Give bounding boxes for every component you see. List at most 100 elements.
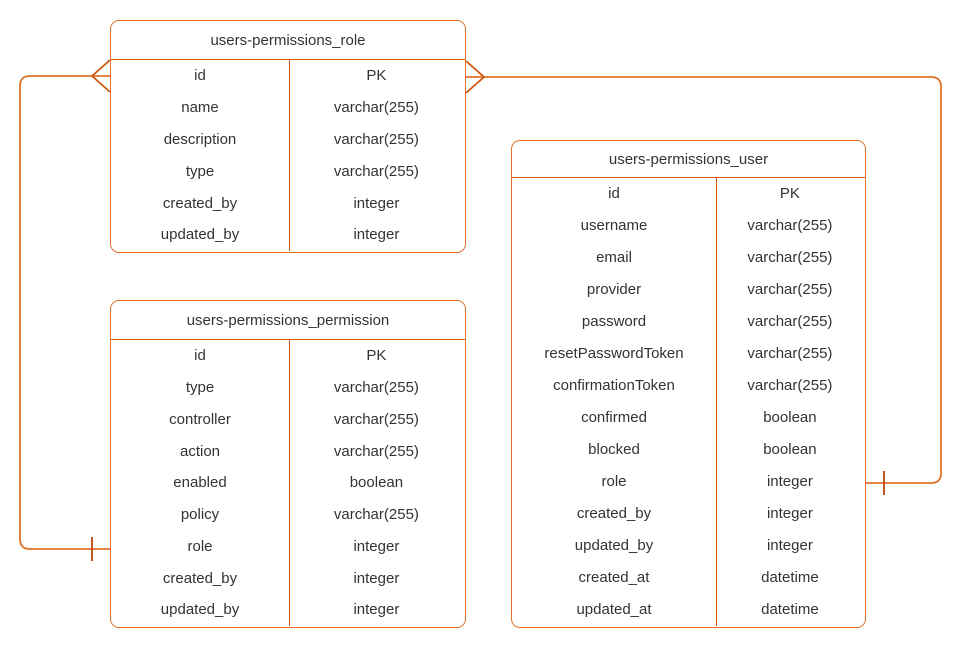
attribute-field-type: varchar(255) xyxy=(333,100,419,116)
attribute-field-name: controller xyxy=(169,411,231,427)
attribute-field-type: integer xyxy=(353,570,400,586)
attribute-field-name: updated_at xyxy=(576,602,652,618)
attribute-field-name: action xyxy=(179,443,221,459)
attribute-row[interactable]: role integer xyxy=(111,531,465,563)
attribute-row[interactable]: type varchar(255) xyxy=(111,155,465,187)
entity-title: users-permissions_permission xyxy=(111,301,465,340)
attribute-field-name: policy xyxy=(180,507,220,523)
attribute-field-name: description xyxy=(163,131,237,147)
crows-foot-icon-role-right xyxy=(465,60,485,94)
attribute-row[interactable]: confirmationToken varchar(255) xyxy=(512,370,865,402)
relationship-role-to-permission xyxy=(19,59,111,561)
attribute-field-name: updated_by xyxy=(574,538,654,554)
attribute-row[interactable]: updated_by integer xyxy=(111,594,465,626)
crows-foot-icon-role-left xyxy=(91,59,111,93)
attribute-field-type: varchar(255) xyxy=(747,378,833,394)
attribute-row[interactable]: blocked boolean xyxy=(512,434,865,466)
entity-attribute-list: id PK type varchar(255) controller varchar(25… xyxy=(111,340,465,626)
attribute-row[interactable]: type varchar(255) xyxy=(111,372,465,404)
column-divider xyxy=(716,178,717,626)
attribute-row[interactable]: provider varchar(255) xyxy=(512,274,865,306)
attribute-field-name: updated_by xyxy=(160,227,240,243)
attribute-field-type: PK xyxy=(779,186,800,202)
attribute-row[interactable]: confirmed boolean xyxy=(512,402,865,434)
attribute-field-name: type xyxy=(185,380,215,396)
attribute-field-name: type xyxy=(185,163,215,179)
attribute-field-type: varchar(255) xyxy=(747,282,833,298)
attribute-field-type: integer xyxy=(766,538,813,554)
attribute-field-name: created_by xyxy=(162,570,238,586)
attribute-row[interactable]: password varchar(255) xyxy=(512,306,865,338)
attribute-field-name: created_by xyxy=(576,506,652,522)
attribute-field-name: id xyxy=(194,68,206,84)
attribute-field-name: updated_by xyxy=(160,602,240,618)
attribute-row[interactable]: name varchar(255) xyxy=(111,92,465,124)
attribute-row[interactable]: enabled boolean xyxy=(111,467,465,499)
attribute-field-name: id xyxy=(194,348,206,364)
attribute-row[interactable]: role integer xyxy=(512,466,865,498)
attribute-row[interactable]: created_by integer xyxy=(111,562,465,594)
attribute-field-type: boolean xyxy=(763,442,817,458)
attribute-field-type: varchar(255) xyxy=(333,443,419,459)
attribute-field-type: PK xyxy=(366,68,387,84)
attribute-row[interactable]: id PK xyxy=(512,178,865,210)
attribute-field-type: PK xyxy=(366,348,387,364)
attribute-field-name: provider xyxy=(586,282,642,298)
attribute-row[interactable]: updated_by integer xyxy=(512,530,865,562)
attribute-row[interactable]: updated_by integer xyxy=(111,219,465,251)
attribute-field-type: boolean xyxy=(763,410,817,426)
attribute-row[interactable]: id PK xyxy=(111,60,465,92)
attribute-field-type: varchar(255) xyxy=(333,131,419,147)
attribute-row[interactable]: description varchar(255) xyxy=(111,124,465,156)
attribute-field-type: varchar(255) xyxy=(747,250,833,266)
attribute-field-type: varchar(255) xyxy=(333,380,419,396)
attribute-field-name: name xyxy=(181,100,219,116)
connector-path-role-permission xyxy=(19,75,110,550)
attribute-field-type: boolean xyxy=(349,475,404,491)
entity-title: users-permissions_user xyxy=(512,141,865,178)
attribute-field-type: integer xyxy=(766,506,813,522)
attribute-field-type: varchar(255) xyxy=(333,411,419,427)
attribute-field-name: resetPasswordToken xyxy=(544,346,684,362)
column-divider xyxy=(289,340,290,626)
attribute-row[interactable]: policy varchar(255) xyxy=(111,499,465,531)
attribute-field-name: password xyxy=(581,314,647,330)
attribute-field-name: id xyxy=(608,186,620,202)
attribute-field-type: integer xyxy=(353,227,400,243)
attribute-row[interactable]: action varchar(255) xyxy=(111,435,465,467)
attribute-field-name: username xyxy=(580,218,648,234)
attribute-field-name: enabled xyxy=(173,475,227,491)
attribute-field-type: varchar(255) xyxy=(747,218,833,234)
attribute-field-name: created_at xyxy=(578,570,650,586)
attribute-row[interactable]: created_by integer xyxy=(512,498,865,530)
attribute-field-name: role xyxy=(601,474,627,490)
attribute-field-type: datetime xyxy=(761,602,819,618)
attribute-field-name: confirmationToken xyxy=(553,378,675,394)
attribute-field-name: role xyxy=(187,538,213,554)
attribute-field-type: varchar(255) xyxy=(333,507,419,523)
attribute-row[interactable]: username varchar(255) xyxy=(512,210,865,242)
attribute-row[interactable]: created_at datetime xyxy=(512,562,865,594)
attribute-field-name: created_by xyxy=(162,195,238,211)
attribute-row[interactable]: controller varchar(255) xyxy=(111,404,465,436)
attribute-row[interactable]: updated_at datetime xyxy=(512,594,865,626)
attribute-field-type: integer xyxy=(353,602,400,618)
attribute-field-type: datetime xyxy=(761,570,819,586)
attribute-field-type: varchar(255) xyxy=(333,163,419,179)
entity-attribute-list: id PK name varchar(255) description varchar(2… xyxy=(111,60,465,251)
attribute-field-type: varchar(255) xyxy=(747,314,833,330)
attribute-row[interactable]: id PK xyxy=(111,340,465,372)
attribute-field-name: blocked xyxy=(588,442,640,458)
attribute-field-type: integer xyxy=(766,474,813,490)
attribute-field-name: confirmed xyxy=(581,410,647,426)
column-divider xyxy=(289,60,290,251)
attribute-field-type: integer xyxy=(353,538,400,554)
